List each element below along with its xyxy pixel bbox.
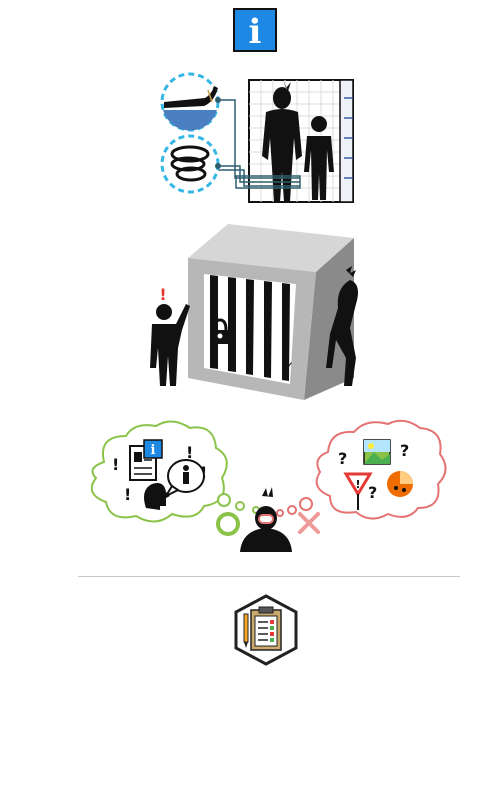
small-info-glyph: i (151, 443, 156, 458)
connector-lines (218, 99, 301, 189)
left-mark-1: ! (112, 455, 119, 474)
containment-cell-panel: ✓ ! (0, 218, 504, 408)
height-comparison-panel (0, 68, 504, 208)
containment-box (188, 224, 354, 400)
info-badge-glyph: i (249, 12, 262, 52)
warning-sign-icon: ! (343, 472, 373, 510)
info-panel: i (0, 8, 504, 54)
warning-glyph: ! (355, 478, 360, 491)
left-mark-3: ! (124, 485, 131, 504)
coil-detail-circle (160, 134, 221, 194)
guard-silhouette (150, 304, 190, 386)
right-mark-3: ? (368, 483, 377, 502)
water-detail-circle (160, 72, 221, 132)
report-panel (0, 594, 504, 668)
check-glyph: ✓ (284, 359, 294, 373)
right-mark-2: ? (400, 441, 409, 460)
clipboard-icon (250, 606, 282, 651)
speaking-head-icon (144, 483, 170, 510)
escaping-creature-silhouette (326, 266, 358, 386)
small-info-icon: i (143, 439, 163, 459)
image-icon (363, 439, 391, 465)
report-svg (234, 594, 298, 666)
containment-cell-svg: ✓ ! (150, 224, 358, 400)
info-badge-svg: i (233, 8, 277, 52)
info-badge-icon (233, 8, 277, 52)
approve-circle-icon (216, 512, 240, 536)
pencil-icon (243, 613, 249, 648)
right-thought-cloud (315, 419, 447, 520)
person-silhouette (304, 116, 334, 200)
alert-glyph: ! (159, 285, 166, 304)
thought-bubbles-panel: ! ! ! ! i ? ? ? (0, 418, 504, 568)
pie-chart-icon (387, 471, 413, 497)
left-mark-2: ! (186, 443, 193, 462)
lock-icon (211, 318, 229, 344)
height-comparison-svg (160, 72, 354, 203)
tall-creature-silhouette (262, 80, 302, 202)
thinker-silhouette (240, 487, 292, 552)
thought-bubbles-svg: ! ! ! ! i ? ? ? (90, 419, 447, 552)
right-mark-1: ? (338, 449, 347, 468)
speech-bubble-icon (163, 459, 205, 499)
thought-trail (217, 493, 313, 517)
section-divider (78, 576, 460, 577)
reject-cross-icon (298, 512, 320, 534)
